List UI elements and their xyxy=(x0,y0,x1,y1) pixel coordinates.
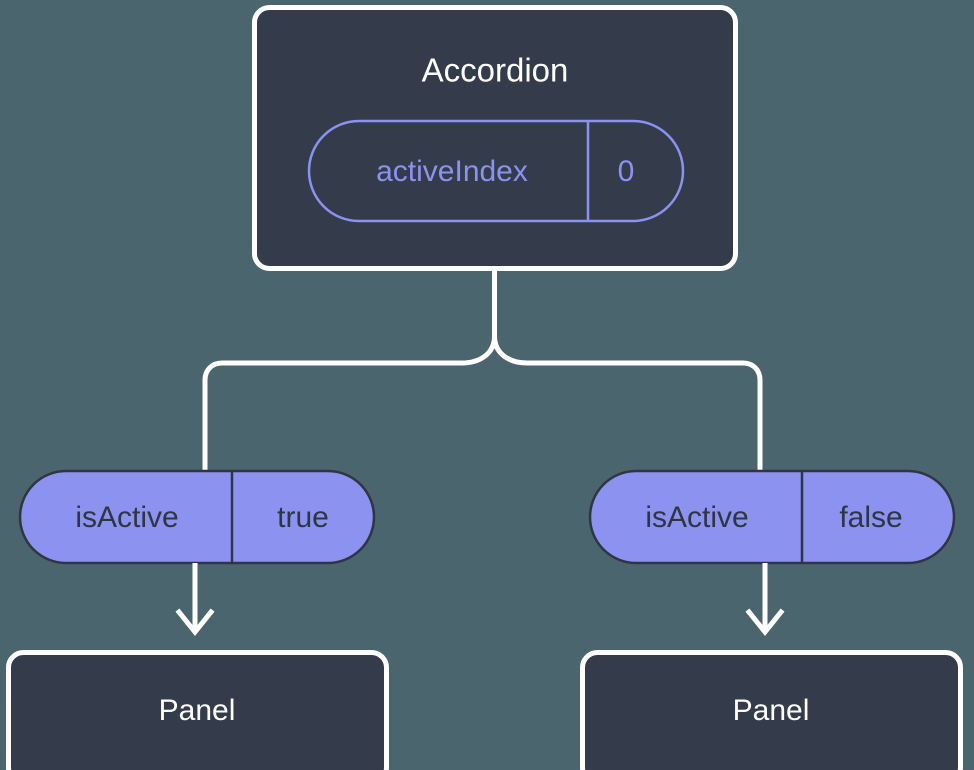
arrow-right xyxy=(745,563,785,637)
prop-pill-isactive-right-value: false xyxy=(839,501,902,534)
prop-pill-activeindex-outline[interactable] xyxy=(307,119,685,223)
panel-left-box[interactable] xyxy=(6,650,389,770)
accordion-title: Accordion xyxy=(422,52,569,89)
prop-pill-isactive-right-body[interactable] xyxy=(588,469,956,565)
prop-pill-activeindex-value: 0 xyxy=(618,155,635,188)
prop-pill-isactive-right[interactable]: isActive false xyxy=(588,469,956,565)
arrow-right-head-icon xyxy=(745,608,785,637)
node-accordion[interactable]: Accordion activeIndex 0 xyxy=(252,5,738,271)
prop-pill-isactive-left-value: true xyxy=(277,501,329,534)
prop-pill-activeindex[interactable]: activeIndex 0 xyxy=(307,119,685,223)
panel-left-title: Panel xyxy=(159,694,236,727)
accordion-box[interactable] xyxy=(252,5,738,271)
panel-right-title: Panel xyxy=(733,694,810,727)
prop-pill-activeindex-name: activeIndex xyxy=(376,155,528,188)
fork-connector-right xyxy=(492,333,763,475)
node-panel-left[interactable]: Panel xyxy=(6,650,389,770)
panel-right-box[interactable] xyxy=(580,650,963,770)
arrow-left-head-icon xyxy=(175,608,215,637)
prop-pill-isactive-left-name: isActive xyxy=(75,501,178,534)
prop-pill-isactive-right-name: isActive xyxy=(645,501,748,534)
node-panel-right[interactable]: Panel xyxy=(580,650,963,770)
arrow-left xyxy=(175,563,215,637)
prop-pill-isactive-left[interactable]: isActive true xyxy=(18,469,376,565)
connector-group xyxy=(202,265,763,475)
fork-connector-left xyxy=(202,265,497,475)
